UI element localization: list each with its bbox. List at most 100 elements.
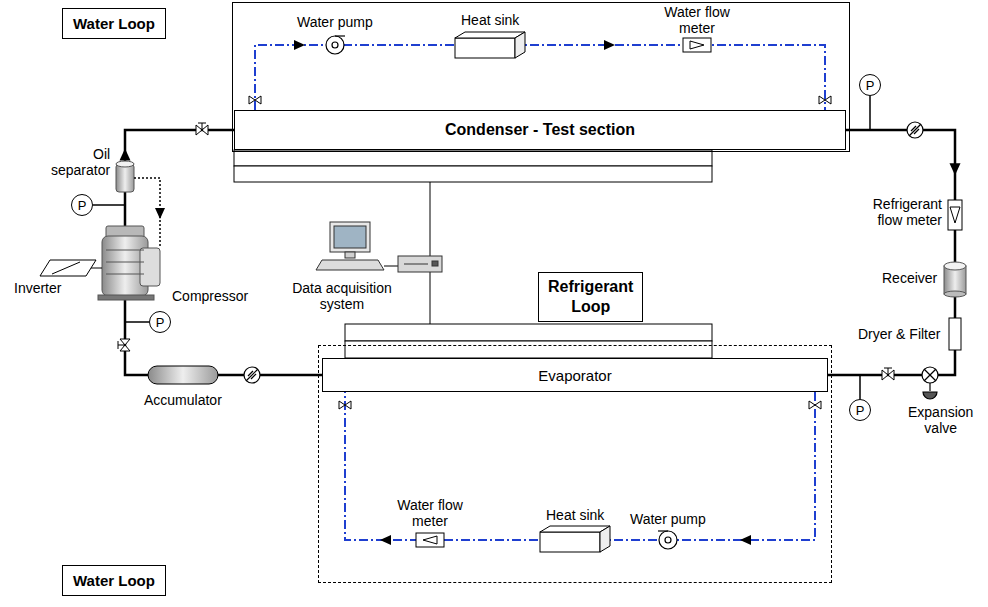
water-valve (815, 401, 821, 409)
oil-return-arrow (155, 208, 165, 219)
water-pump-icon (659, 531, 677, 549)
refrigerant-flow-meter-icon (948, 200, 962, 230)
component-label: Water flow meter (389, 497, 471, 529)
box-text: Condenser - Test section (445, 121, 635, 139)
component-label: Accumulator (144, 392, 222, 408)
hand-valve (882, 370, 888, 380)
daq-unit (404, 264, 428, 265)
receiver-tank (944, 291, 966, 297)
component-label: Water pump (630, 511, 706, 527)
condenser-box: Condenser - Test section (234, 110, 846, 150)
stack-plate (234, 166, 712, 182)
check-valve (251, 374, 256, 379)
component-label: Heat sink (461, 12, 519, 28)
pressure-tap (93, 96, 870, 399)
box-text: Refrigerant Loop (548, 277, 633, 317)
water-valve (825, 96, 831, 104)
inverter-box (40, 260, 102, 276)
signal-wire (384, 182, 430, 324)
check-valve (914, 129, 919, 134)
oil-separator-tank (116, 161, 134, 192)
signal-wire (384, 266, 398, 267)
oil-separator-tank (116, 164, 134, 192)
water-pump-icon (665, 537, 671, 543)
refrigerant-pipe (828, 130, 961, 375)
check-valve (246, 369, 258, 381)
water-pipe (255, 45, 825, 110)
water-flow-meter-icon (423, 536, 437, 544)
inverter-box (91, 268, 102, 269)
arrow-head (120, 149, 131, 161)
expansion-valve (922, 367, 938, 383)
component-label: Water pump (297, 14, 373, 30)
pressure-tap (869, 96, 871, 130)
stack-plate (345, 324, 712, 341)
heat-sink-icon (540, 532, 600, 552)
water-pipe (345, 392, 815, 540)
expansion-valve (923, 392, 937, 399)
oil-separator-tank (116, 161, 134, 167)
accumulator-tank (148, 366, 218, 384)
water-flow-meter-icon (690, 41, 704, 49)
check-valve (911, 126, 916, 131)
pressure-gauge: P (849, 399, 871, 421)
heat-sink-icon (455, 38, 515, 58)
daq-unit (398, 256, 442, 272)
compressor-icon (140, 248, 160, 286)
pressure-tap (125, 321, 149, 323)
flow-arrow (604, 40, 615, 50)
dryer-filter (949, 318, 961, 350)
check-valve (248, 371, 253, 376)
component-label: Oil separator (51, 146, 110, 178)
pressure-gauge: P (149, 311, 171, 333)
stack-plate (345, 341, 712, 358)
water-valve (255, 96, 261, 104)
loop-title-box: Refrigerant Loop (538, 272, 643, 322)
hand-valve (202, 125, 208, 135)
computer-icon (334, 226, 366, 248)
hand-valve (118, 123, 894, 380)
water-pump-icon (326, 36, 344, 54)
hand-valve (118, 345, 125, 346)
receiver-tank (944, 262, 966, 297)
component-label: Refrigerant flow meter (856, 196, 942, 228)
computer-icon (330, 222, 370, 252)
expansion-valve (924, 369, 936, 381)
hand-valve (118, 341, 119, 349)
pressure-tap (93, 204, 125, 206)
expansion-valve (922, 367, 938, 399)
accumulator-tank (148, 366, 218, 384)
refrigerant-pipe (828, 130, 955, 375)
component-label: Data acquisition system (282, 280, 402, 312)
hand-valve (120, 339, 130, 345)
daq-unit (398, 256, 442, 272)
water-pump-icon (332, 42, 338, 48)
heat-sink-icon (600, 526, 610, 552)
water-flow-meter-icon (416, 533, 444, 547)
component-label: Compressor (172, 288, 248, 304)
water-loop-region: Water LoopEvaporator (318, 345, 832, 583)
inverter-box (40, 260, 96, 276)
stack-plate (234, 150, 712, 358)
hand-valve (888, 370, 894, 380)
component-label: Water flow meter (656, 4, 738, 36)
computer-icon (345, 252, 355, 258)
pressure-gauge: P (71, 194, 93, 216)
water-flow-meter-icon (683, 38, 711, 52)
inverter-box (52, 262, 80, 274)
refrigerant-flow-meter-icon (950, 207, 960, 223)
gauge-letter: P (856, 404, 865, 417)
refrigerant-flow-meter-icon (948, 200, 962, 230)
check-valve (909, 124, 921, 136)
hand-valve (884, 368, 892, 369)
hand-valve (198, 123, 206, 124)
heat-sink-icon (540, 526, 610, 532)
stack-plate (234, 150, 712, 166)
water-pump-icon (658, 530, 668, 531)
signal-wire (430, 182, 431, 256)
flow-arrow (294, 40, 305, 50)
water-pump-icon (335, 35, 345, 36)
check-valve (244, 367, 260, 383)
hand-valve (888, 368, 889, 375)
